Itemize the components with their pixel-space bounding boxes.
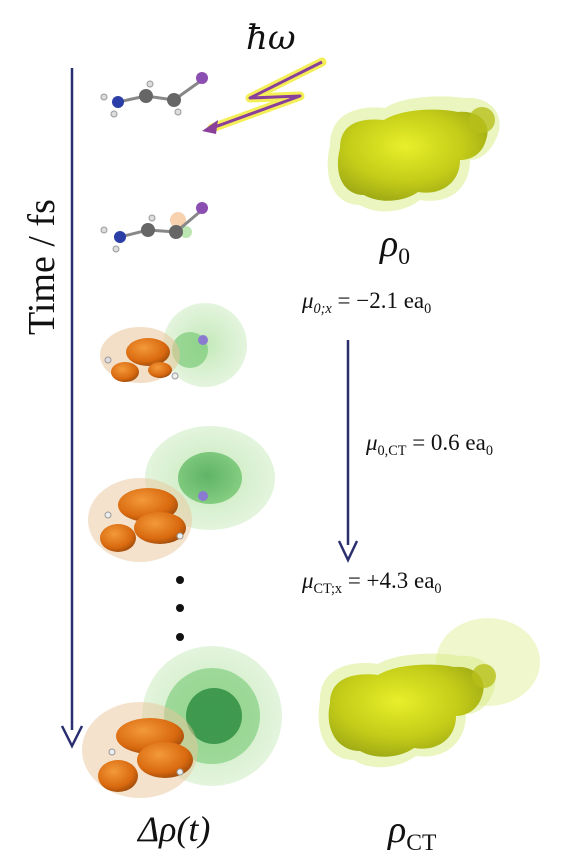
mu0CT-subscript: 0,CT xyxy=(377,442,407,459)
mu0CT-label: μ0,CT = 0.6 ea0 xyxy=(366,430,493,460)
muCTx-subscript: CT;x xyxy=(313,580,343,597)
mu0CT-symbol: μ xyxy=(366,430,378,455)
rho0-symbol: ρ xyxy=(380,223,399,265)
time-axis-arrow xyxy=(60,68,84,749)
photon-label: ħω xyxy=(246,18,296,58)
rhoCT-subscript: CT xyxy=(406,830,437,857)
muCTx-unit-sub: 0 xyxy=(434,580,442,597)
dipole-transition-arrow xyxy=(337,340,359,563)
molecule-t1 xyxy=(100,202,208,253)
delta-rho-t2 xyxy=(100,303,247,387)
time-axis-label: Time / fs xyxy=(21,199,63,335)
muCTx-symbol: μ xyxy=(302,568,314,593)
molecule-ground xyxy=(100,72,208,118)
mu0x-value: = −2.1 ea xyxy=(331,288,425,313)
muCTx-value: = +4.3 ea xyxy=(342,568,435,593)
rho0-label: ρ0 xyxy=(380,222,410,271)
delta-rho-label: Δρ(t) xyxy=(138,808,210,850)
mu0x-unit-sub: 0 xyxy=(424,300,432,317)
mu0x-label: μ0;x = −2.1 ea0 xyxy=(302,288,431,318)
rhoCT-density xyxy=(318,618,540,768)
mu0CT-value: = 0.6 ea xyxy=(406,430,486,455)
muCTx-label: μCT;x = +4.3 ea0 xyxy=(302,568,442,598)
rhoCT-label: ρCT xyxy=(388,808,436,857)
ellipsis-dots xyxy=(176,576,184,641)
delta-rho-final xyxy=(82,646,282,798)
rho0-density xyxy=(327,96,500,212)
mu0CT-unit-sub: 0 xyxy=(485,442,493,459)
photon-arrow xyxy=(202,57,327,134)
delta-rho-text: Δρ(t) xyxy=(138,809,211,849)
mu0x-symbol: μ xyxy=(302,288,314,313)
rho0-subscript: 0 xyxy=(398,244,411,271)
mu0x-subscript: 0;x xyxy=(313,300,332,317)
rhoCT-symbol: ρ xyxy=(388,809,407,851)
delta-rho-t3 xyxy=(88,426,275,562)
